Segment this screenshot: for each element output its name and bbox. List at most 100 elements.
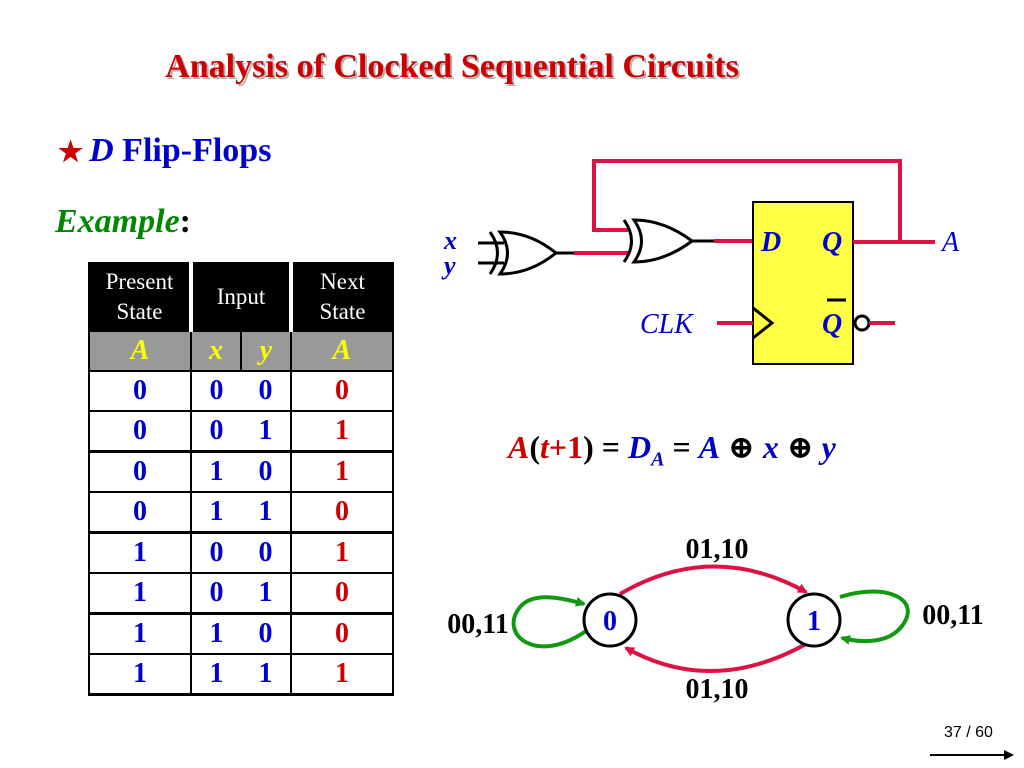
next-state-equation: A(t+1) = DA = A ⊕ x ⊕ y xyxy=(508,428,836,471)
cell-present-a: 1 xyxy=(88,612,192,655)
cell-present-a: 0 xyxy=(88,370,192,412)
header-next-line2: State xyxy=(319,299,366,324)
cell-next-a: 1 xyxy=(290,653,394,696)
cell-input-y: 1 xyxy=(241,410,292,453)
cell-input-y: 0 xyxy=(241,612,292,655)
eq-a2: A xyxy=(698,429,721,465)
example-colon: : xyxy=(179,203,191,240)
example-word: Example xyxy=(55,203,180,240)
cell-present-a: 1 xyxy=(88,653,192,696)
cell-input-y: 0 xyxy=(241,531,292,574)
eq-d-sub: A xyxy=(651,448,665,471)
state-1-circle xyxy=(786,592,842,648)
header-next-state: Next State xyxy=(290,262,394,332)
ff-qbar-label: Q xyxy=(822,309,842,340)
header-input: Input xyxy=(190,262,293,332)
subtitle-d: D xyxy=(89,132,114,169)
cell-next-a: 0 xyxy=(290,572,394,615)
self-loop-0-label: 00,11 xyxy=(447,609,508,640)
d-flip-flop xyxy=(752,201,854,365)
cell-input-y: 0 xyxy=(241,370,292,412)
eq-equals-1: = xyxy=(593,429,629,465)
example-label: Example: xyxy=(55,203,191,241)
output-a-label: A xyxy=(940,227,960,258)
eq-open: ( xyxy=(529,429,540,465)
cell-input-x: 0 xyxy=(190,410,241,453)
sub-a: A xyxy=(88,330,192,372)
eq-equals-2: = xyxy=(664,429,699,465)
eq-x: x xyxy=(762,429,779,465)
transition-1-to-0 xyxy=(624,642,807,674)
eq-d: D xyxy=(628,429,652,465)
cell-input-x: 1 xyxy=(190,450,241,493)
cell-next-a: 0 xyxy=(290,612,394,655)
eq-close: ) xyxy=(583,429,594,465)
cell-input-x: 1 xyxy=(190,612,241,655)
qbar-bubble xyxy=(853,314,871,332)
ff-d-label: D xyxy=(760,227,781,258)
eq-y: y xyxy=(821,429,836,465)
cell-present-a: 0 xyxy=(88,491,192,534)
header-present-state: Present State xyxy=(88,262,193,332)
eq-plus1: +1 xyxy=(548,429,584,465)
feedback-wire xyxy=(592,159,902,242)
cell-input-x: 0 xyxy=(190,531,241,574)
transition-0-to-1 xyxy=(618,564,808,596)
cell-present-a: 1 xyxy=(88,531,192,574)
slide-title: Analysis of Clocked Sequential Circuits xyxy=(165,48,739,85)
cell-input-x: 0 xyxy=(190,370,241,412)
clk-label: CLK xyxy=(640,309,694,340)
table-subheader-row: A x y A xyxy=(88,330,394,372)
cell-next-a: 1 xyxy=(290,531,394,574)
cell-present-a: 0 xyxy=(88,450,192,493)
page-number: 37 / 60 xyxy=(944,724,993,741)
xor-gate-2 xyxy=(622,218,695,264)
cell-input-x: 1 xyxy=(190,653,241,696)
state-table: Present State Input Next State A x y A 0… xyxy=(88,262,394,696)
transition-bottom-label: 01,10 xyxy=(686,674,749,705)
sub-x: x xyxy=(190,330,242,372)
header-next-line1: Next xyxy=(320,269,365,294)
state-0-circle xyxy=(582,592,638,648)
eq-a: A xyxy=(508,429,530,465)
cell-next-a: 1 xyxy=(290,450,394,493)
star-icon: ★ xyxy=(58,137,84,168)
cell-input-y: 1 xyxy=(241,653,292,696)
eq-xor-1: ⊕ xyxy=(720,429,763,465)
ff-q-label: Q xyxy=(822,227,842,258)
cell-input-x: 1 xyxy=(190,491,241,534)
sub-next-a: A xyxy=(290,330,394,372)
cell-input-y: 1 xyxy=(241,491,292,534)
subtitle-text: Flip-Flops xyxy=(122,132,272,169)
input-y-label: y xyxy=(441,251,456,280)
eq-t: t xyxy=(540,429,549,465)
cell-present-a: 0 xyxy=(88,410,192,453)
state-0-label: 0 xyxy=(603,606,617,637)
cell-input-y: 0 xyxy=(241,450,292,493)
header-present-line1: Present xyxy=(105,269,174,294)
input-x-label: x xyxy=(443,226,457,255)
page-arrow-icon xyxy=(1004,750,1014,760)
subtitle: ★D Flip-Flops xyxy=(58,132,271,170)
header-present-line2: State xyxy=(116,299,163,324)
clock-triangle xyxy=(752,306,775,340)
self-loop-0 xyxy=(511,595,588,649)
cell-input-y: 1 xyxy=(241,572,292,615)
cell-next-a: 0 xyxy=(290,491,394,534)
cell-next-a: 0 xyxy=(290,370,394,412)
sub-y: y xyxy=(240,330,292,372)
cell-present-a: 1 xyxy=(88,572,192,615)
xor-gate-1 xyxy=(488,230,559,276)
cell-next-a: 1 xyxy=(290,410,394,453)
cell-input-x: 0 xyxy=(190,572,241,615)
eq-xor-2: ⊕ xyxy=(778,429,822,465)
